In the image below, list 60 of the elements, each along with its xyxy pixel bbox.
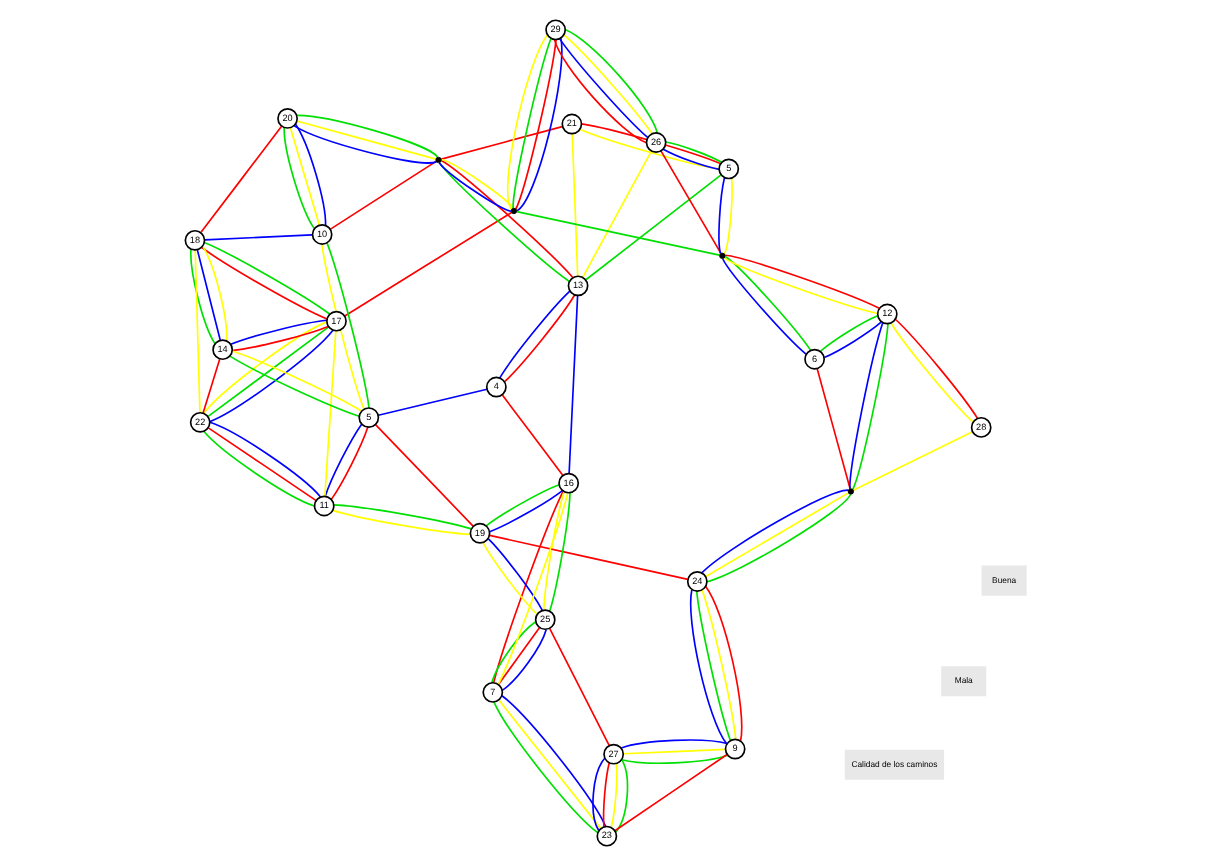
connector (543, 490, 565, 611)
connector (515, 210, 721, 257)
connector (548, 627, 610, 747)
connector (621, 754, 729, 764)
connector (488, 534, 689, 581)
connector (323, 330, 337, 498)
connector (497, 626, 541, 686)
connector (662, 148, 720, 171)
node-circle (847, 488, 854, 495)
connector (201, 245, 228, 342)
node-circle (510, 207, 518, 215)
connector (289, 127, 321, 226)
connector (602, 761, 611, 828)
connector (592, 757, 606, 832)
connector (585, 174, 722, 281)
connector (374, 423, 475, 528)
connector (718, 176, 726, 255)
connector (294, 123, 327, 227)
connector (330, 426, 369, 501)
connector (614, 758, 629, 833)
node-circle (719, 252, 726, 259)
connector (548, 492, 571, 612)
connector (614, 753, 728, 832)
connector (705, 585, 743, 742)
connector (689, 588, 728, 745)
connector (283, 126, 316, 230)
connector (329, 160, 437, 230)
connector (610, 762, 618, 829)
connector (194, 249, 201, 414)
connector (501, 393, 564, 477)
connector (440, 125, 564, 160)
connector (204, 234, 313, 241)
connector (490, 620, 537, 684)
connector (620, 739, 728, 749)
connector (200, 125, 283, 234)
connector (343, 211, 513, 317)
node-circle (435, 156, 442, 163)
connector (701, 589, 737, 741)
connector (823, 321, 883, 359)
connector (229, 319, 328, 346)
connector (202, 358, 221, 414)
connector (231, 325, 330, 352)
connector (332, 503, 473, 530)
connector (819, 314, 879, 352)
connector (622, 748, 727, 755)
connector (816, 367, 851, 490)
connector (723, 177, 733, 255)
connector (852, 430, 974, 492)
connector (501, 628, 548, 692)
connector (324, 423, 363, 498)
connector (695, 590, 732, 742)
connector (660, 150, 722, 254)
connector (568, 294, 579, 475)
connector (664, 141, 723, 164)
connector (190, 248, 216, 345)
connector (331, 509, 472, 536)
connector (571, 132, 579, 277)
connector (581, 150, 653, 279)
connector (377, 388, 488, 417)
connector (196, 248, 222, 341)
